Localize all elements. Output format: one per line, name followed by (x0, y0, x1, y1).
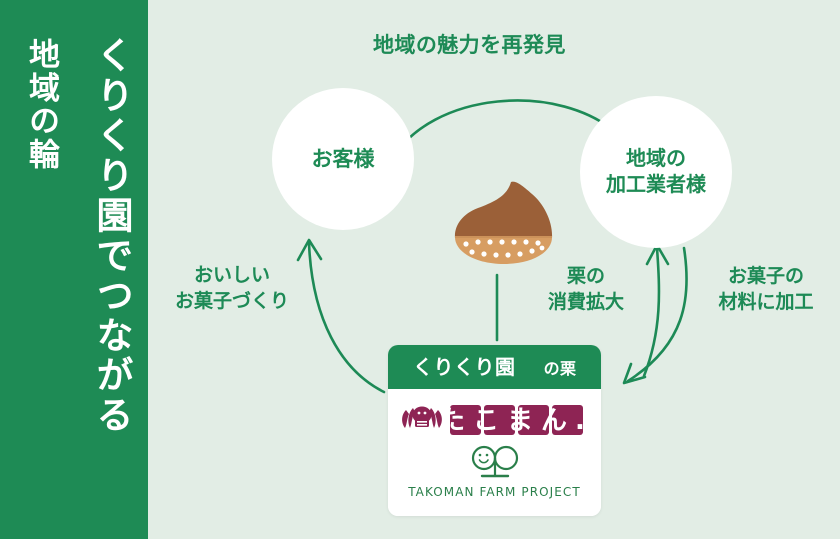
farm-tree-icon (471, 445, 518, 478)
flow-label-left-line2: お菓子づくり (174, 290, 289, 313)
arrow-right-up (642, 243, 670, 378)
flow-label-middle-line2: 消費拡大 (547, 291, 624, 314)
takoman-logo-text: たこまん. (439, 406, 590, 436)
product-card-header: くりくり園 の栗 (388, 345, 601, 389)
node-processor-label-line1: 地域の (626, 146, 686, 171)
sidebar-heading-main: くりくり園でつながる (90, 36, 133, 436)
node-processor-label-line2: 加工業者様 (606, 172, 706, 196)
takoman-logo: たこまん. (402, 405, 590, 436)
flow-label-right: お菓子の 材料に加工 (700, 263, 832, 315)
node-customer: お客様 (272, 88, 414, 230)
product-card-body: たこまん. TAKOMAN FARM PROJECT (388, 389, 601, 516)
sidebar: くりくり園でつながる 地域の輪 (0, 0, 148, 539)
octopus-mark (402, 406, 442, 428)
kurikurien-brand-mark: くりくり園 (413, 355, 516, 379)
takoman-kana: たこまん. (439, 405, 590, 436)
sidebar-heading-sub: 地域の輪 (23, 38, 59, 172)
arrow-left (296, 238, 386, 394)
octopus-mark-face (417, 411, 427, 426)
flow-label-middle-line1: 栗の (566, 265, 605, 287)
chestnut-icon (454, 181, 553, 264)
product-card: くりくり園 の栗 (388, 345, 601, 516)
flow-label-left: おいしい お菓子づくり (157, 262, 307, 314)
node-processor: 地域の 加工業者様 (580, 96, 732, 248)
kurikurien-brand-text: くりくり園 (413, 355, 516, 379)
flow-label-middle: 栗の 消費拡大 (530, 263, 642, 315)
flow-label-right-line2: 材料に加工 (718, 291, 814, 314)
flow-label-top: 地域の魅力を再発見 (373, 33, 566, 57)
flow-label-left-line1: おいしい (193, 264, 270, 286)
product-card-header-suffix: の栗 (543, 359, 577, 378)
farm-project-label: TAKOMAN FARM PROJECT (408, 485, 581, 499)
flow-label-right-line1: お菓子の (727, 265, 804, 287)
node-customer-label: お客様 (311, 146, 375, 171)
